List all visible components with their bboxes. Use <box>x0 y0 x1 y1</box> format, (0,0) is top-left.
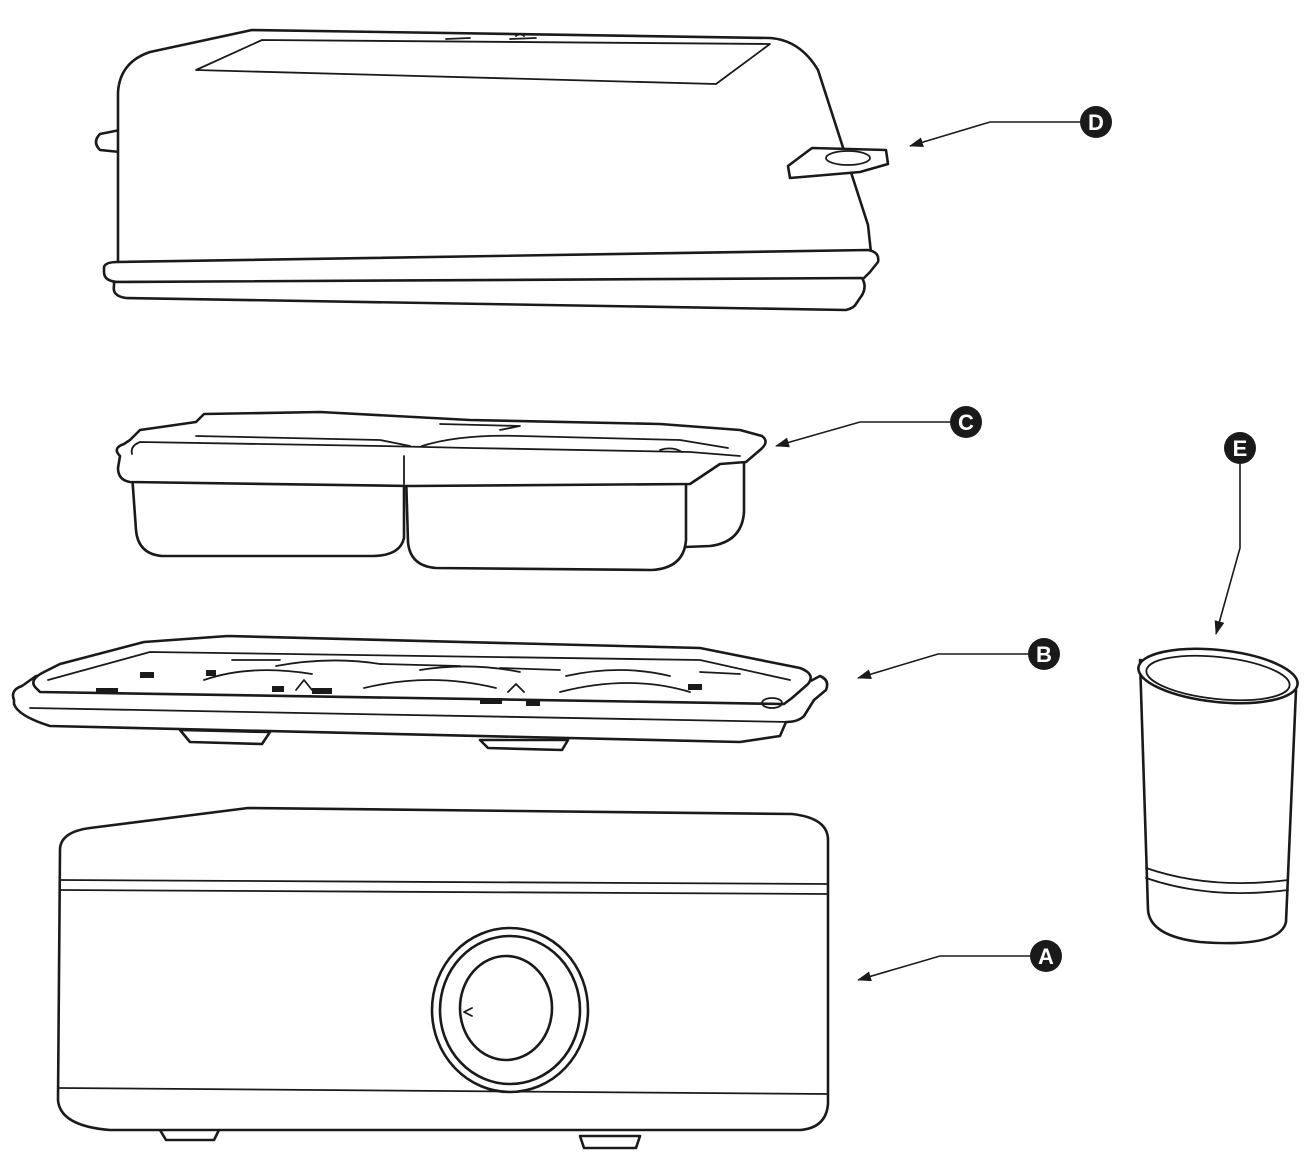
callout-label-d: D <box>1088 110 1104 135</box>
callout-label-c: C <box>958 410 974 435</box>
callout-c: C <box>775 406 982 448</box>
measuring-cup <box>1137 647 1299 945</box>
steaming-bowl <box>115 410 767 572</box>
base <box>56 806 830 1150</box>
callout-label-e: E <box>1233 436 1248 461</box>
callout-b: B <box>857 638 1060 680</box>
callout-a: A <box>857 940 1062 982</box>
egg-tray <box>11 634 829 752</box>
lid <box>94 28 890 312</box>
callout-label-b: B <box>1036 642 1052 667</box>
callout-d: D <box>909 106 1112 148</box>
callout-e: E <box>1214 432 1256 635</box>
callout-label-a: A <box>1038 944 1054 969</box>
